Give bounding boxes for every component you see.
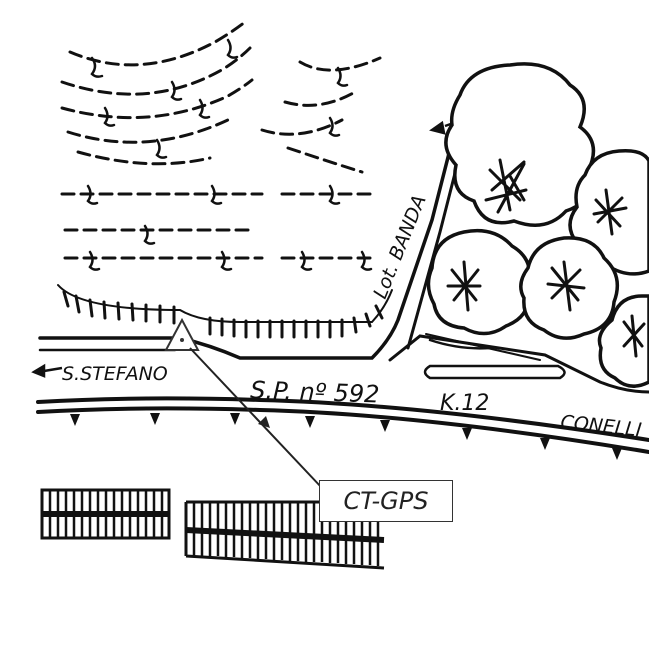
contour-lines	[60, 20, 382, 260]
leader-arrow-icon	[258, 416, 270, 428]
triangle-benchmark-icon	[164, 317, 200, 351]
label-s-stefano: S.STEFANO	[62, 363, 168, 385]
road-network	[36, 116, 649, 454]
road-embankment-teeth	[70, 413, 622, 460]
benchmark-center-dot	[180, 338, 184, 342]
label-road-number: S.P. nº 592	[250, 376, 380, 408]
label-km-marker: K.12	[440, 391, 489, 416]
contour-ticks	[86, 38, 373, 271]
building-blocks	[40, 488, 385, 570]
embankment-hachures	[57, 284, 393, 339]
tree-canopies	[426, 62, 649, 388]
label-conelli: CONELLI	[559, 411, 642, 441]
station-label: CT-GPS	[343, 487, 429, 515]
station-callout-box: CT-GPS	[319, 480, 453, 522]
tree-scribbles	[446, 158, 646, 358]
callout-leader-line	[189, 347, 323, 489]
